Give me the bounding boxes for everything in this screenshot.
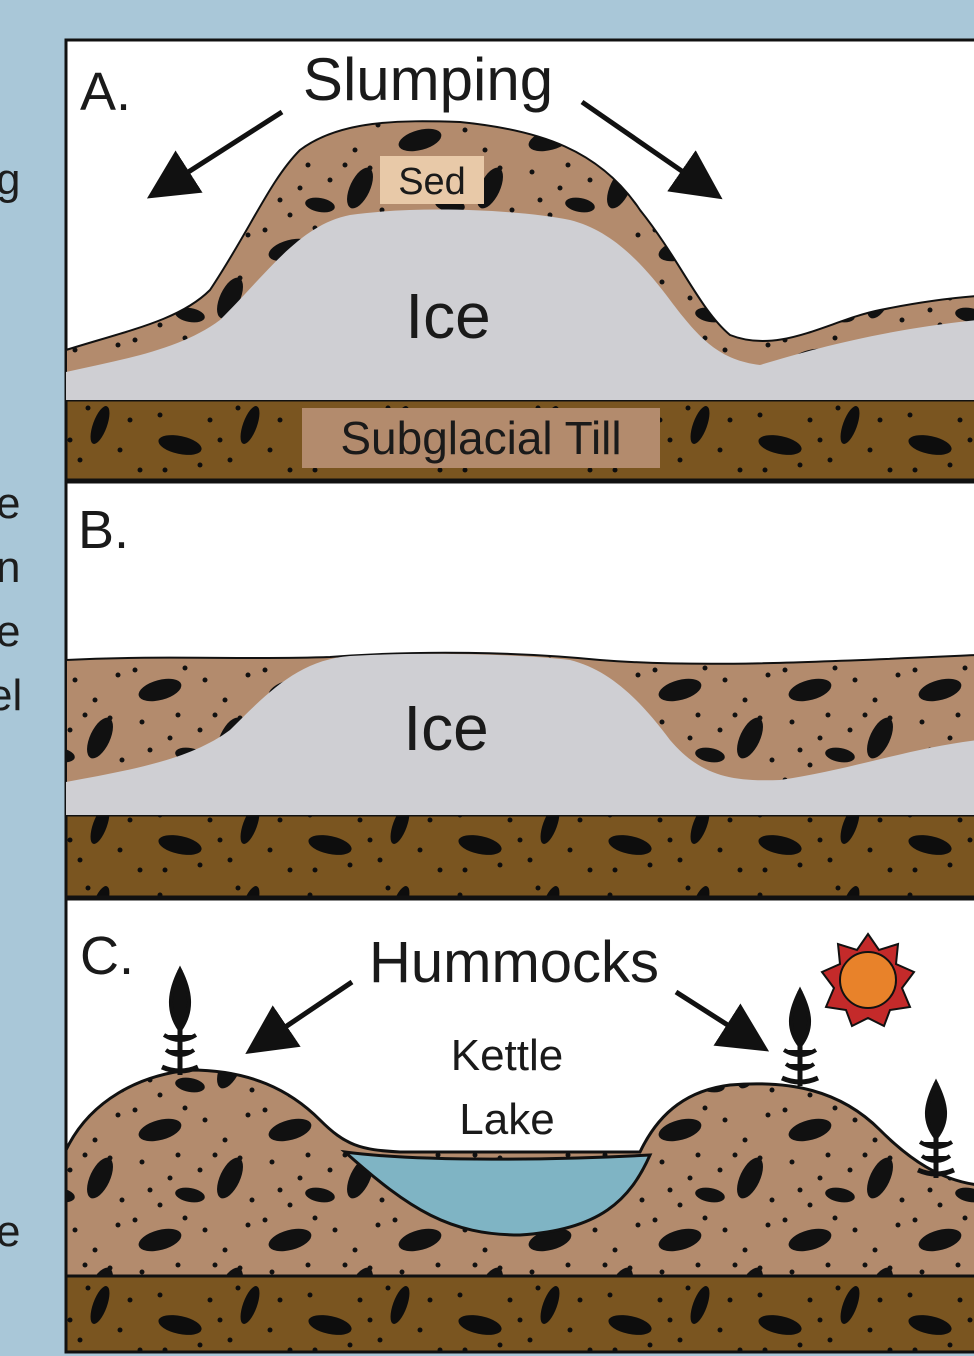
panel-b-letter: B. [78, 500, 129, 560]
panel-a-title: Slumping [303, 46, 553, 113]
till-layer-c [66, 1276, 974, 1352]
kettle-lake-label-2: Lake [459, 1095, 554, 1144]
panel-c-letter: C. [80, 926, 134, 986]
till-label: Subglacial Till [340, 412, 621, 464]
panel-a-letter: A. [80, 62, 131, 122]
ice-label-b: Ice [403, 692, 488, 764]
till-layer-b [66, 815, 974, 897]
panel-c-title: Hummocks [369, 930, 659, 995]
kettle-lake-label-1: Kettle [451, 1031, 564, 1080]
sed-label: Sed [398, 161, 466, 203]
ice-label-a: Ice [405, 280, 490, 352]
